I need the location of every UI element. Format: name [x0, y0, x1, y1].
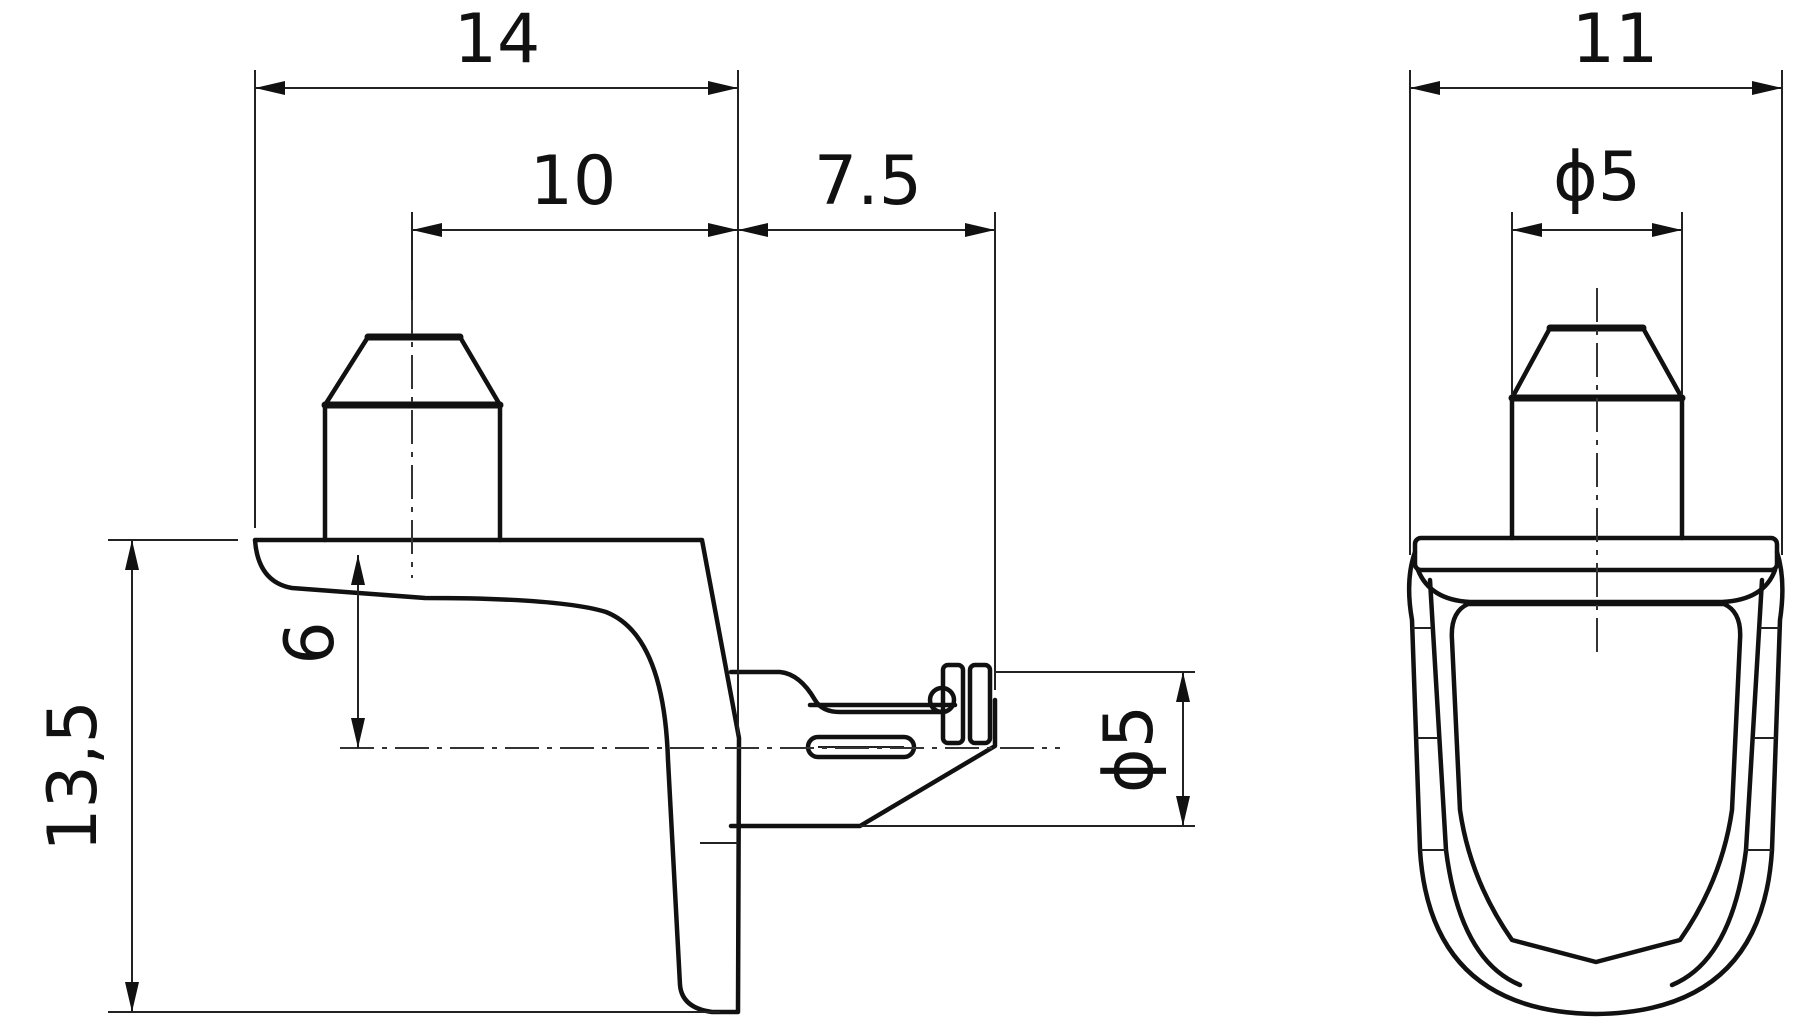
front-dim-label-overall-width: 11: [1572, 0, 1659, 79]
side-view: 14 10 7.5 6 13,5 ϕ5: [34, 0, 1195, 1015]
arrow-height-top: [125, 540, 139, 570]
front-arrow-pin-diameter-right: [1652, 223, 1682, 237]
dim-label-peg-length: 7.5: [814, 142, 922, 221]
arrow-pin-offset-right: [708, 223, 738, 237]
dim-label-overall-width: 14: [454, 0, 541, 79]
front-inner-pocket: [1449, 601, 1743, 965]
arrow-overall-width-left: [255, 81, 285, 95]
arrow-peg-diameter-top: [1176, 672, 1190, 702]
front-rim-left: [1427, 577, 1523, 988]
front-outer-shell: [1406, 549, 1785, 1017]
arrow-peg-length-right: [965, 223, 995, 237]
dim-label-peg-depth: 6: [271, 621, 350, 664]
arrow-pin-offset-left: [412, 223, 442, 237]
arrow-peg-depth-top: [351, 555, 365, 585]
side-peg-outline: [728, 669, 998, 829]
front-rim-right: [1669, 577, 1765, 988]
side-peg-ring-2: [967, 662, 993, 746]
side-peg-ring-1: [940, 662, 966, 746]
arrow-peg-diameter-bottom: [1176, 796, 1190, 826]
arrow-peg-depth-bottom: [351, 718, 365, 748]
dim-label-height: 13,5: [34, 700, 113, 851]
dim-label-pin-offset: 10: [530, 142, 617, 221]
front-arrow-pin-diameter-left: [1512, 223, 1542, 237]
front-dim-label-pin-diameter: ϕ5: [1553, 138, 1641, 217]
arrow-height-bottom: [125, 982, 139, 1012]
dim-label-peg-diameter: ϕ5: [1090, 705, 1169, 793]
arrow-peg-length-left: [738, 223, 768, 237]
front-view: 11 ϕ5: [1406, 0, 1785, 1017]
front-arrow-overall-width-left: [1410, 81, 1440, 95]
bracket-body-outline: [252, 537, 742, 1015]
arrow-overall-width-right: [708, 81, 738, 95]
front-arrow-overall-width-right: [1752, 81, 1782, 95]
